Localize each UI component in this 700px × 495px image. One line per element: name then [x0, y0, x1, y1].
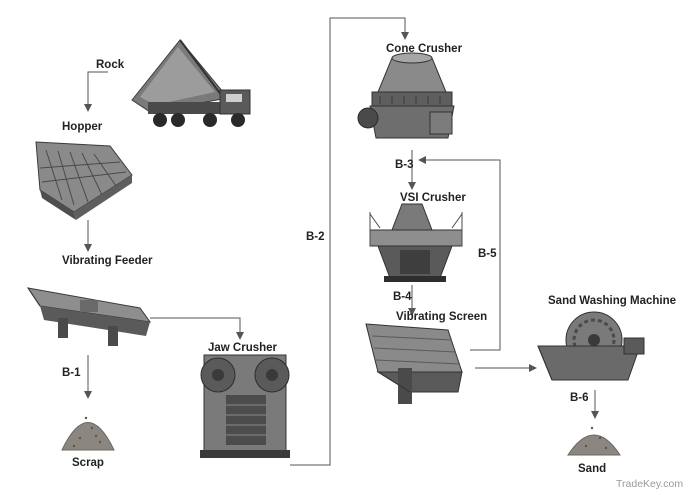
label-b1: B-1	[62, 367, 81, 379]
label-rock: Rock	[96, 59, 125, 71]
arrow-rock-to-hopper	[84, 71, 108, 112]
dump-truck-image	[131, 39, 251, 127]
label-vsi-crusher: VSI Crusher	[400, 192, 466, 204]
sand-pile-image	[567, 426, 621, 456]
jaw-crusher-image	[200, 354, 290, 458]
label-vibrating-feeder: Vibrating Feeder	[62, 255, 153, 267]
arrow-screen-return	[418, 156, 501, 351]
label-b3: B-3	[395, 159, 414, 171]
label-b2: B-2	[306, 231, 325, 243]
arrow-jaw-to-cone	[290, 17, 409, 466]
scrap-pile-image	[61, 416, 115, 451]
label-sand-washing-machine: Sand Washing Machine	[548, 295, 677, 307]
arrow-feeder-to-jaw	[150, 317, 244, 340]
connector-lines	[84, 17, 599, 466]
label-scrap: Scrap	[72, 457, 104, 469]
label-sand: Sand	[578, 463, 607, 475]
label-b6: B-6	[570, 392, 589, 404]
label-hopper: Hopper	[62, 121, 103, 133]
vibrating-screen-image	[365, 323, 463, 404]
label-vibrating-screen: Vibrating Screen	[396, 311, 488, 323]
label-b4: B-4	[393, 291, 412, 303]
label-cone-crusher: Cone Crusher	[386, 43, 463, 55]
label-b5: B-5	[478, 248, 497, 260]
vsi-crusher-image	[369, 203, 463, 282]
vibrating-feeder-image	[26, 287, 152, 346]
watermark-text: TradeKey.com	[616, 478, 684, 490]
label-jaw-crusher: Jaw Crusher	[208, 342, 278, 354]
cone-crusher-image	[357, 52, 455, 139]
sand-washing-machine-image	[537, 311, 645, 381]
hopper-image	[35, 141, 133, 220]
